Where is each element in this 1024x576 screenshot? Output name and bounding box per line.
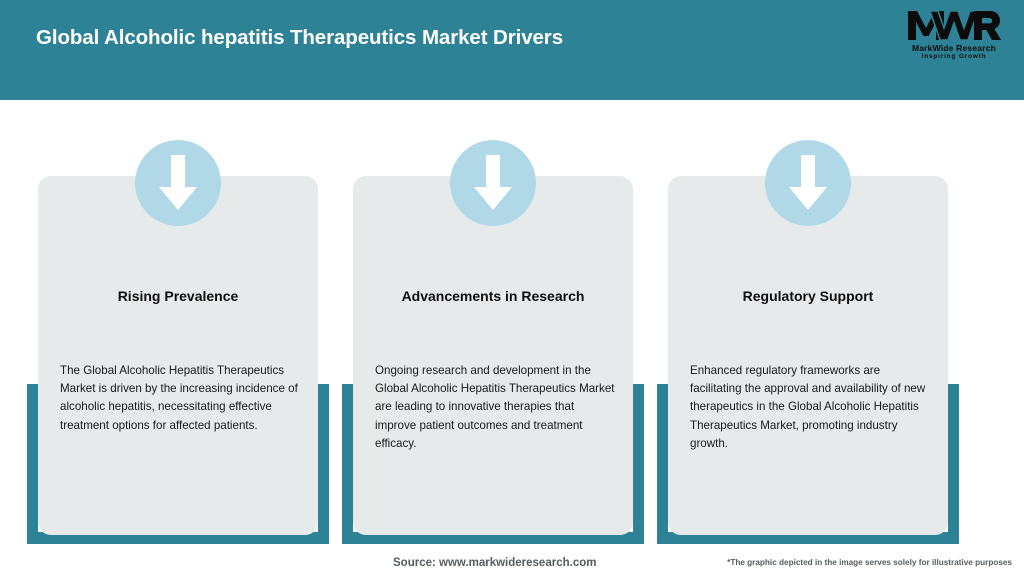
footer-disclaimer-text: *The graphic depicted in the image serve…: [727, 558, 1012, 567]
header-bar: [0, 0, 1024, 100]
logo-tagline: Inspiring Growth: [921, 53, 987, 60]
card-body-text: Ongoing research and development in the …: [375, 364, 615, 450]
card-panel: Advancements in Research Ongoing researc…: [353, 176, 633, 535]
driver-card-0: Rising Prevalence The Global Alcoholic H…: [27, 140, 329, 544]
footer-source-text: Source: www.markwideresearch.com: [393, 557, 597, 569]
card-heading: Rising Prevalence: [117, 288, 239, 304]
arrow-down-icon: [450, 140, 536, 226]
brand-logo: MarkWide Research Inspiring Growth: [898, 8, 1010, 70]
arrow-down-icon: [765, 140, 851, 226]
card-panel: Rising Prevalence The Global Alcoholic H…: [38, 176, 318, 535]
mwr-monogram-icon: [908, 10, 1001, 41]
driver-card-1: Advancements in Research Ongoing researc…: [342, 140, 644, 544]
card-body-text: Enhanced regulatory frameworks are facil…: [690, 364, 926, 450]
card-heading: Regulatory Support: [742, 288, 874, 304]
page-title: Global Alcoholic hepatitis Therapeutics …: [36, 26, 563, 49]
card-body-text: The Global Alcoholic Hepatitis Therapeut…: [60, 364, 298, 432]
arrow-down-icon: [135, 140, 221, 226]
logo-company-name: MarkWide Research: [911, 43, 997, 53]
card-heading: Advancements in Research: [401, 288, 585, 304]
driver-card-2: Regulatory Support Enhanced regulatory f…: [657, 140, 959, 544]
card-panel: Regulatory Support Enhanced regulatory f…: [668, 176, 948, 535]
